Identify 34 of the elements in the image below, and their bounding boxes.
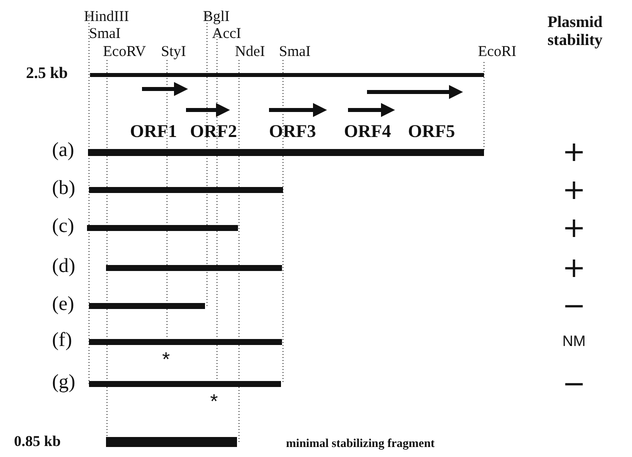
enzyme-site-label: SmaI	[89, 27, 121, 42]
orf-label: ORF1	[130, 122, 177, 140]
enzyme-site-label: NdeI	[235, 45, 265, 60]
stability-sign: −	[562, 370, 586, 398]
orf-label: ORF4	[344, 122, 391, 140]
mutation-mark: *	[210, 392, 218, 412]
orf-label: ORF3	[269, 122, 316, 140]
orf-label: ORF2	[190, 122, 237, 140]
enzyme-site-label: HindIII	[84, 10, 129, 25]
stability-sign: +	[562, 214, 586, 242]
row-label: (d)	[52, 256, 76, 276]
column-heading: Plasmid stability	[546, 14, 604, 51]
row-label: (c)	[52, 216, 74, 236]
enzyme-site-label: EcoRI	[478, 45, 516, 60]
enzyme-site-label: StyI	[161, 45, 186, 60]
row-label: (f)	[52, 330, 72, 350]
orf-label: ORF5	[408, 122, 455, 140]
enzyme-site-label: AccI	[212, 27, 242, 42]
enzyme-site-label: BglI	[203, 10, 230, 25]
caption-text: minimal stabilizing fragment	[286, 437, 435, 449]
row-label: (a)	[52, 140, 74, 160]
stability-sign: −	[562, 292, 586, 320]
stability-sign: +	[562, 254, 586, 282]
stability-sign: +	[562, 176, 586, 204]
stability-result: NM	[562, 334, 586, 349]
mutation-mark: *	[162, 350, 170, 370]
row-label: (g)	[52, 372, 76, 392]
enzyme-site-label: SmaI	[279, 45, 311, 60]
row-label: (b)	[52, 178, 76, 198]
stability-sign: +	[562, 138, 586, 166]
enzyme-site-label: EcoRV	[103, 45, 146, 60]
size-label: 0.85 kb	[14, 435, 61, 450]
row-label: (e)	[52, 294, 74, 314]
size-label: 2.5 kb	[26, 66, 68, 82]
